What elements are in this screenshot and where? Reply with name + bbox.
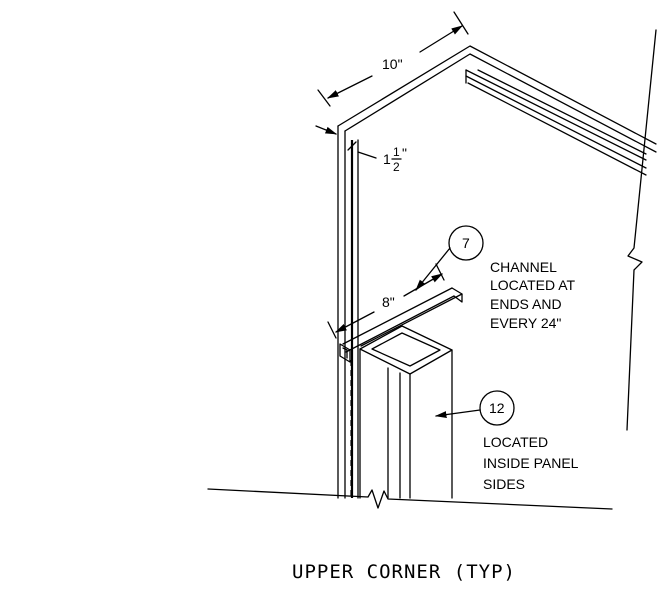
wall-panel <box>337 125 359 499</box>
top-panel <box>337 45 657 176</box>
dim-label-channel-length: 8" <box>382 294 395 310</box>
dimension-wall-thickness: 1 1 2 " <box>315 125 407 174</box>
callout-7-note: CHANNEL LOCATED AT ENDS AND EVERY 24" <box>490 259 576 331</box>
callout-7-number: 7 <box>462 235 470 251</box>
callout-12-note-line-3: SIDES <box>483 476 525 492</box>
callout-7-note-line-4: EVERY 24" <box>490 315 561 331</box>
callout-12-note: LOCATED INSIDE PANEL SIDES <box>483 434 579 492</box>
dim-label-wall-unit: " <box>402 145 407 161</box>
dim-label-wall-whole: 1 <box>383 151 391 167</box>
vertical-post <box>359 325 453 499</box>
callout-7-note-line-1: CHANNEL <box>490 259 557 275</box>
short-channel <box>339 287 463 363</box>
dim-label-top-width: 10" <box>382 56 403 72</box>
dimension-top-width: 10" <box>317 11 469 107</box>
callout-12-note-line-2: INSIDE PANEL <box>483 455 579 471</box>
callout-7-note-line-3: ENDS AND <box>490 296 562 312</box>
drawing-title: UPPER CORNER (TYP) <box>292 561 516 583</box>
callout-12-number: 12 <box>489 400 505 416</box>
dim-label-wall-denominator: 2 <box>393 160 400 174</box>
dim-label-wall-numerator: 1 <box>393 145 400 159</box>
callout-7: 7 CHANNEL LOCATED AT ENDS AND EVERY 24" <box>415 225 576 331</box>
callout-7-note-line-2: LOCATED AT <box>490 277 576 293</box>
floor-line <box>207 488 613 510</box>
callout-12-note-line-1: LOCATED <box>483 434 548 450</box>
callout-12: 12 LOCATED INSIDE PANEL SIDES <box>434 390 579 492</box>
right-break-line <box>626 29 657 431</box>
